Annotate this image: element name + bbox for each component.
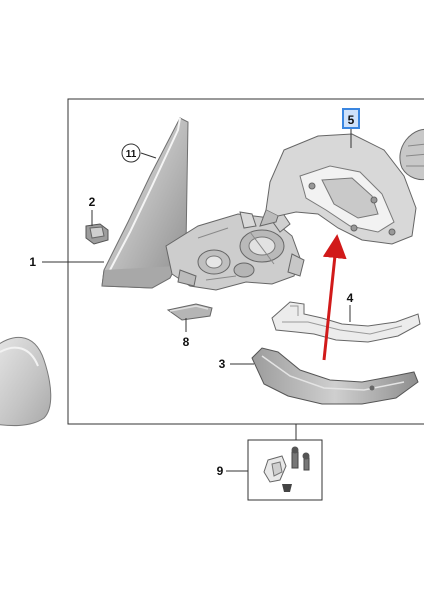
turn-signal-housing-part[interactable] bbox=[399, 128, 424, 181]
callout-11: 11 bbox=[126, 149, 137, 160]
callout-8: 8 bbox=[183, 335, 190, 349]
housing-shell-part-5[interactable] bbox=[259, 133, 417, 245]
fastener-kit-part-9[interactable] bbox=[247, 439, 323, 501]
cover-part-8[interactable] bbox=[166, 303, 213, 321]
callout-5: 5 bbox=[348, 113, 355, 127]
callout-3: 3 bbox=[219, 357, 226, 371]
connector-part-2[interactable] bbox=[85, 223, 109, 245]
callout-2: 2 bbox=[89, 195, 96, 209]
mirror-cap-part[interactable] bbox=[0, 336, 52, 427]
callout-1: 1 bbox=[29, 255, 36, 269]
arrow-up-icon bbox=[322, 234, 347, 361]
callout-4: 4 bbox=[347, 291, 354, 305]
callout-11-circle bbox=[121, 143, 141, 163]
light-guide-part-4[interactable] bbox=[271, 301, 421, 343]
callout-5-highlight bbox=[342, 108, 360, 129]
trim-strip-part-3[interactable] bbox=[251, 347, 419, 405]
leader-lines bbox=[42, 128, 352, 472]
callout-9: 9 bbox=[217, 464, 224, 478]
mirror-base-assembly[interactable] bbox=[165, 211, 305, 291]
